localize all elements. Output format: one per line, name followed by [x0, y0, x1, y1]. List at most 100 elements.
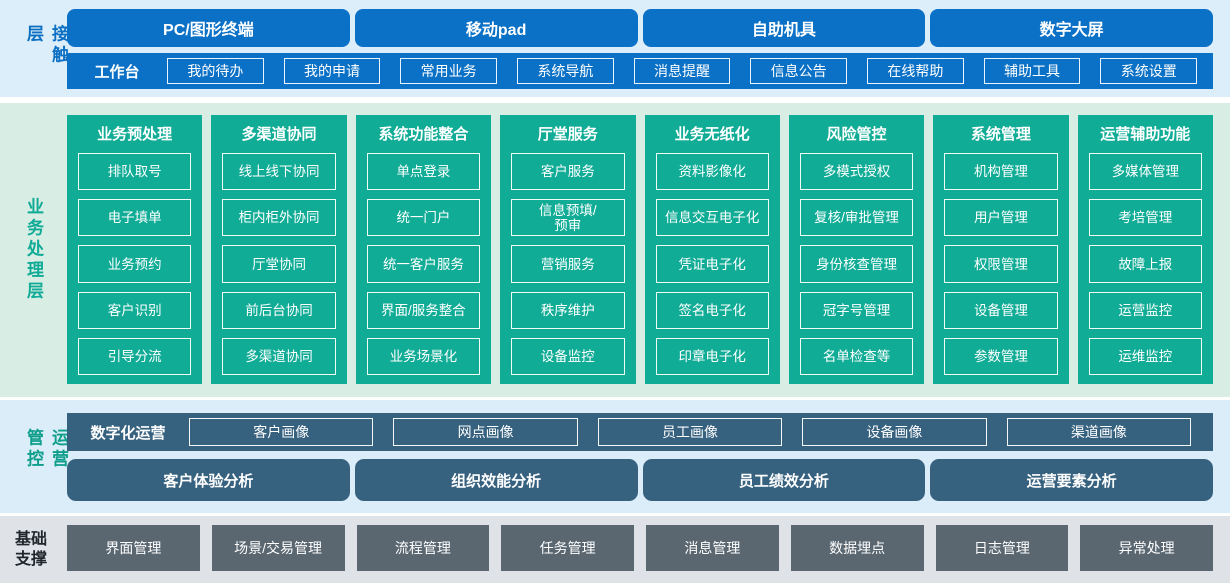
channel-block: 自助机具 — [642, 9, 926, 47]
business-item: 引导分流 — [78, 337, 192, 376]
business-column-items: 多模式授权 复核/审批管理 身份核查管理 冠字号管理 名单检查等 — [799, 153, 914, 376]
contact-layer-band: 接触层 PC/图形终端 移动pad 自助机具 数字大屏 工作台 我的待办 我的申… — [0, 0, 1230, 97]
portrait-item: 网点画像 — [393, 418, 578, 446]
business-item: 单点登录 — [366, 153, 481, 191]
business-item: 多模式授权 — [799, 153, 914, 191]
foundation-item: 日志管理 — [935, 525, 1069, 571]
business-column: 厅堂服务 客户服务 信息预填/ 预审 营销服务 秩序维护 设备监控 — [500, 115, 636, 384]
business-column: 业务预处理 排队取号 电子填单 业务预约 客户识别 引导分流 — [67, 115, 203, 384]
foundation-item: 界面管理 — [67, 525, 200, 571]
business-column-title: 系统管理 — [970, 126, 1031, 143]
workbench-item: 常用业务 — [400, 58, 498, 84]
foundation-item: 任务管理 — [501, 525, 634, 571]
foundation-layer-label: 基础支撑 — [14, 530, 47, 568]
workbench-items: 我的待办 我的申请 常用业务 系统导航 消息提醒 信息公告 在线帮助 辅助工具 … — [167, 58, 1198, 84]
business-item: 多媒体管理 — [1088, 153, 1202, 191]
business-item: 用户管理 — [944, 199, 1058, 237]
foundation-row: 界面管理 场景/交易管理 流程管理 任务管理 消息管理 数据埋点 日志管理 异常… — [67, 525, 1213, 571]
business-column-items: 客户服务 信息预填/ 预审 营销服务 秩序维护 设备监控 — [511, 153, 625, 376]
business-item: 权限管理 — [944, 245, 1058, 283]
business-column-title: 风险管控 — [826, 126, 887, 143]
business-item: 信息交互电子化 — [655, 199, 769, 237]
business-column-title: 多渠道协同 — [241, 126, 317, 143]
business-column-items: 线上线下协同 柜内柜外协同 厅堂协同 前后台协同 多渠道协同 — [222, 153, 336, 376]
workbench-item: 我的申请 — [283, 58, 381, 84]
portrait-item: 设备画像 — [802, 418, 987, 446]
business-item: 线上线下协同 — [222, 153, 336, 191]
business-item: 资料影像化 — [655, 153, 769, 191]
channel-block: PC/图形终端 — [67, 9, 350, 47]
workbench-item: 在线帮助 — [867, 58, 964, 84]
analysis-block: 组织效能分析 — [354, 459, 638, 501]
business-item: 业务场景化 — [366, 337, 481, 376]
workbench-bar: 工作台 我的待办 我的申请 常用业务 系统导航 消息提醒 信息公告 在线帮助 — [67, 53, 1213, 89]
business-item: 客户服务 — [511, 153, 625, 191]
business-item: 考培管理 — [1088, 199, 1202, 237]
business-column-items: 单点登录 统一门户 统一客户服务 界面/服务整合 业务场景化 — [366, 153, 481, 376]
workbench-label: 工作台 — [94, 63, 140, 81]
business-item: 故障上报 — [1088, 245, 1202, 283]
business-item: 统一门户 — [366, 199, 481, 237]
analysis-block: 客户体验分析 — [67, 459, 350, 501]
business-item: 运营监控 — [1088, 291, 1202, 329]
workbench-item: 系统导航 — [517, 58, 614, 84]
business-item: 电子填单 — [78, 199, 192, 237]
business-item: 印章电子化 — [655, 337, 769, 376]
foundation-item: 数据埋点 — [790, 525, 924, 571]
business-column: 系统功能整合 单点登录 统一门户 统一客户服务 界面/服务整合 业务场景化 — [355, 115, 492, 384]
analysis-block: 运营要素分析 — [930, 459, 1213, 501]
analysis-row: 客户体验分析 组织效能分析 员工绩效分析 运营要素分析 — [67, 459, 1213, 501]
foundation-item: 异常处理 — [1080, 525, 1213, 571]
business-item: 前后台协同 — [222, 291, 336, 329]
digital-operation-label: 数字化运营 — [90, 424, 166, 442]
business-column-items: 机构管理 用户管理 权限管理 设备管理 参数管理 — [944, 153, 1058, 376]
business-item: 多渠道协同 — [222, 337, 336, 376]
business-item: 设备管理 — [944, 291, 1058, 329]
business-item: 设备监控 — [511, 337, 625, 376]
business-item: 信息预填/ 预审 — [511, 199, 625, 237]
business-item: 复核/审批管理 — [799, 199, 914, 237]
business-column-items: 排队取号 电子填单 业务预约 客户识别 引导分流 — [78, 153, 192, 376]
workbench-item: 消息提醒 — [633, 58, 731, 84]
business-item: 参数管理 — [944, 337, 1058, 376]
business-column-title: 运营辅助功能 — [1100, 126, 1191, 143]
business-item: 业务预约 — [78, 245, 192, 283]
workbench-item: 系统设置 — [1100, 58, 1198, 84]
portrait-item: 员工画像 — [597, 418, 783, 446]
business-column-title: 系统功能整合 — [378, 126, 469, 143]
business-column-items: 资料影像化 信息交互电子化 凭证电子化 签名电子化 印章电子化 — [655, 153, 769, 376]
business-layer-label: 业务处理层 — [24, 197, 43, 303]
business-item: 签名电子化 — [655, 291, 769, 329]
operation-layer-label: 运营管控 — [24, 428, 68, 471]
portrait-item: 客户画像 — [189, 418, 374, 446]
business-item: 客户识别 — [78, 291, 192, 329]
business-item: 凭证电子化 — [655, 245, 769, 283]
business-item: 秩序维护 — [511, 291, 625, 329]
business-item: 机构管理 — [944, 153, 1058, 191]
business-item: 名单检查等 — [799, 337, 914, 376]
workbench-item: 信息公告 — [750, 58, 848, 84]
channel-block: 移动pad — [354, 9, 638, 47]
business-item: 厅堂协同 — [222, 245, 336, 283]
digital-operation-bar: 数字化运营 客户画像 网点画像 员工画像 设备画像 渠道画像 — [67, 413, 1213, 451]
business-column-title: 厅堂服务 — [537, 126, 598, 143]
business-column-items: 多媒体管理 考培管理 故障上报 运营监控 运维监控 — [1088, 153, 1202, 376]
business-column: 多渠道协同 线上线下协同 柜内柜外协同 厅堂协同 前后台协同 多渠道协同 — [211, 115, 347, 384]
business-layer-band: 业务处理层 业务预处理 排队取号 电子填单 业务预约 客户识别 — [0, 103, 1230, 397]
business-column: 运营辅助功能 多媒体管理 考培管理 故障上报 运营监控 运维监控 — [1077, 115, 1213, 384]
business-column: 业务无纸化 资料影像化 信息交互电子化 凭证电子化 签名电子化 印章电子化 — [644, 115, 780, 384]
portrait-item: 渠道画像 — [1006, 418, 1192, 446]
analysis-block: 员工绩效分析 — [642, 459, 926, 501]
business-column-title: 业务预处理 — [97, 126, 173, 143]
business-item: 营销服务 — [511, 245, 625, 283]
business-item: 冠字号管理 — [799, 291, 914, 329]
foundation-layer-band: 基础支撑 界面管理 场景/交易管理 流程管理 任务管理 消息管理 数据埋点 日志… — [0, 516, 1230, 583]
business-item: 界面/服务整合 — [366, 291, 481, 329]
business-item: 身份核查管理 — [799, 245, 914, 283]
business-item: 统一客户服务 — [366, 245, 481, 283]
workbench-item: 辅助工具 — [983, 58, 1081, 84]
business-column: 风险管控 多模式授权 复核/审批管理 身份核查管理 冠字号管理 名单检查等 — [788, 115, 925, 384]
channel-block: 数字大屏 — [930, 9, 1213, 47]
business-item: 排队取号 — [78, 153, 192, 191]
